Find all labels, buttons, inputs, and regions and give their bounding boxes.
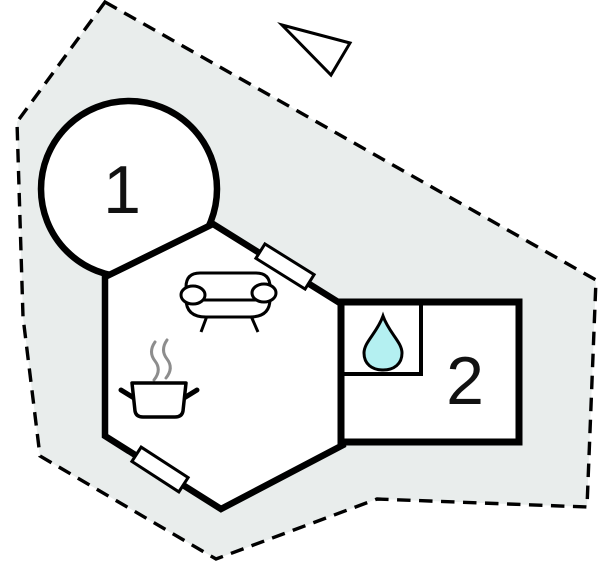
room-1-label: 1 <box>103 152 141 228</box>
window-icon <box>129 445 191 494</box>
sofa-body <box>184 271 272 319</box>
sofa-armrest-left <box>179 284 207 306</box>
pot-body <box>130 381 188 419</box>
sofa-armrest-right <box>250 282 278 304</box>
window-icon <box>253 241 317 292</box>
water-drop-icon <box>362 311 404 372</box>
north-arrow-icon <box>277 22 353 78</box>
cooking-pot-icon <box>118 338 200 419</box>
room-2-walls <box>337 298 523 446</box>
steam-icon <box>162 338 172 380</box>
sofa-leg-right <box>249 315 260 333</box>
sofa-icon <box>179 271 278 333</box>
steam-icon <box>150 340 160 382</box>
room-2-label: 2 <box>446 343 484 419</box>
sofa-leg-left <box>199 315 209 333</box>
